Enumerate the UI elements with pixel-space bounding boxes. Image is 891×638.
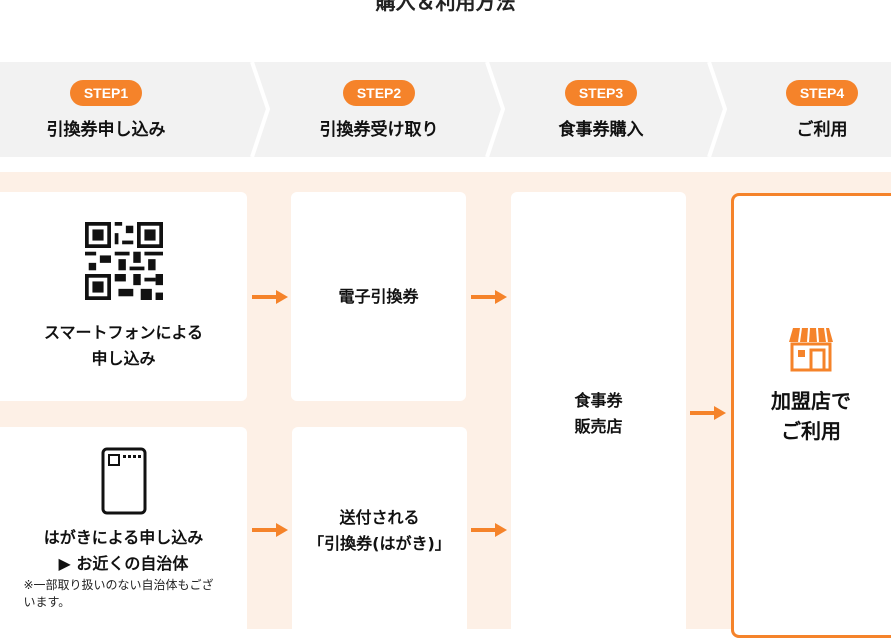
step-4: STEP4 ご利用 (712, 62, 891, 157)
smartphone-line1: スマートフォンによる (43, 322, 204, 342)
step-bar (0, 62, 891, 157)
step-badge: STEP4 (785, 80, 859, 106)
arrow-right-icon (690, 406, 726, 420)
chevron-separator (707, 62, 727, 157)
sent-line2: 「引換券(はがき)」 (308, 534, 451, 553)
use-line2: ご利用 (781, 419, 841, 443)
postcard-line2: ▶ お近くの自治体 (58, 554, 189, 573)
step-badge: STEP2 (342, 80, 416, 106)
postcard-voucher-card: 送付される 「引換券(はがき)」 (292, 427, 467, 637)
step-3: STEP3 食事券購入 (491, 62, 711, 157)
step-label: 引換券受け取り (319, 120, 439, 140)
step-2: STEP2 引換券受け取り (269, 62, 489, 157)
arrow-right-icon (252, 523, 288, 537)
electronic-voucher-label: 電子引換券 (338, 286, 419, 306)
shop-card: 食事券 販売店 (511, 192, 686, 637)
shop-line1: 食事券 (574, 391, 623, 410)
arrow-right-icon (471, 523, 507, 537)
postcard-note: ※一部取り扱いのない自治体もございます。 (23, 578, 214, 609)
sent-line1: 送付される (339, 508, 420, 527)
use-card: 加盟店で ご利用 (731, 193, 891, 638)
step-label: 食事券購入 (558, 120, 644, 140)
step-label: ご利用 (796, 120, 848, 140)
postcard-line1: はがきによる申し込み (43, 528, 204, 547)
shop-line2: 販売店 (574, 417, 623, 436)
step-1: STEP1 引換券申し込み (0, 62, 216, 157)
smartphone-card: スマートフォンによる 申し込み (0, 192, 247, 401)
use-line1: 加盟店で (771, 389, 851, 413)
electronic-voucher-card: 電子引換券 (291, 192, 466, 401)
arrow-right-icon (471, 290, 507, 304)
qr-code-icon (84, 221, 163, 300)
smartphone-line2: 申し込み (91, 348, 156, 368)
store-icon (789, 327, 833, 372)
postcard-icon (101, 447, 146, 515)
step-label: 引換券申し込み (46, 120, 166, 140)
page-title: 購入＆利用方法 (375, 0, 516, 14)
postcard-card: はがきによる申し込み ▶ お近くの自治体 ※一部取り扱いのない自治体もございます… (0, 427, 247, 637)
step-badge: STEP1 (69, 80, 143, 106)
step-badge: STEP3 (564, 80, 638, 106)
chevron-separator (250, 62, 270, 157)
chevron-separator (485, 62, 505, 157)
arrow-right-icon (252, 290, 288, 304)
